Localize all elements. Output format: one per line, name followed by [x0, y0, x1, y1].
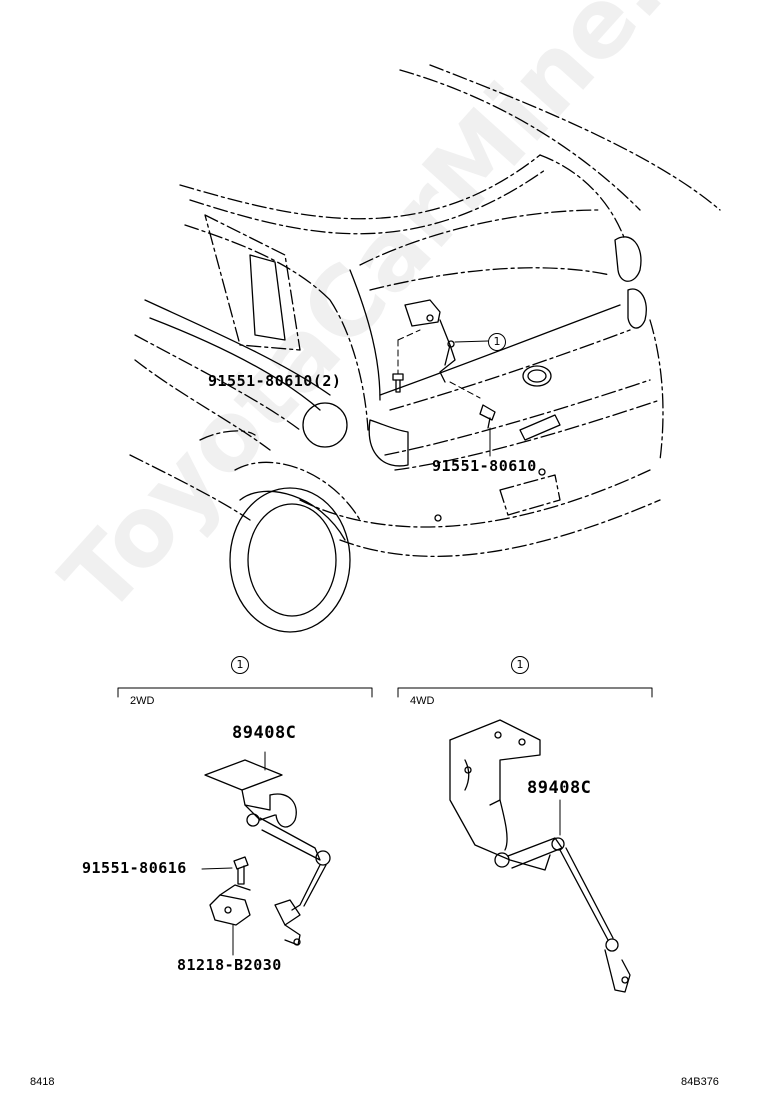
part-number-bolt-left: 91551-80610(2) [208, 372, 342, 390]
footer-right-code: 84B376 [681, 1076, 719, 1088]
variant-label-4wd: 4WD [410, 695, 435, 707]
part-number-bracket-2wd: 81218-B2030 [177, 956, 282, 974]
car-body-illustration [129, 64, 721, 633]
part-number-bolt-right: 91551-80610 [432, 457, 537, 475]
callout-marker-4wd: 1 [511, 656, 529, 674]
part-number-bolt-2wd: 91551-80616 [82, 859, 187, 877]
part-number-sensor-4wd: 89408C [527, 778, 592, 798]
callout-marker-2wd: 1 [231, 656, 249, 674]
sensor-2wd-illustration [201, 751, 331, 956]
variant-label-2wd: 2WD [130, 695, 155, 707]
part-number-sensor-2wd: 89408C [232, 723, 297, 743]
sensor-4wd-illustration [449, 719, 631, 993]
footer-left-code: 8418 [30, 1076, 55, 1088]
callout-marker-upper: 1 [488, 333, 506, 351]
panel-frames [117, 687, 653, 698]
